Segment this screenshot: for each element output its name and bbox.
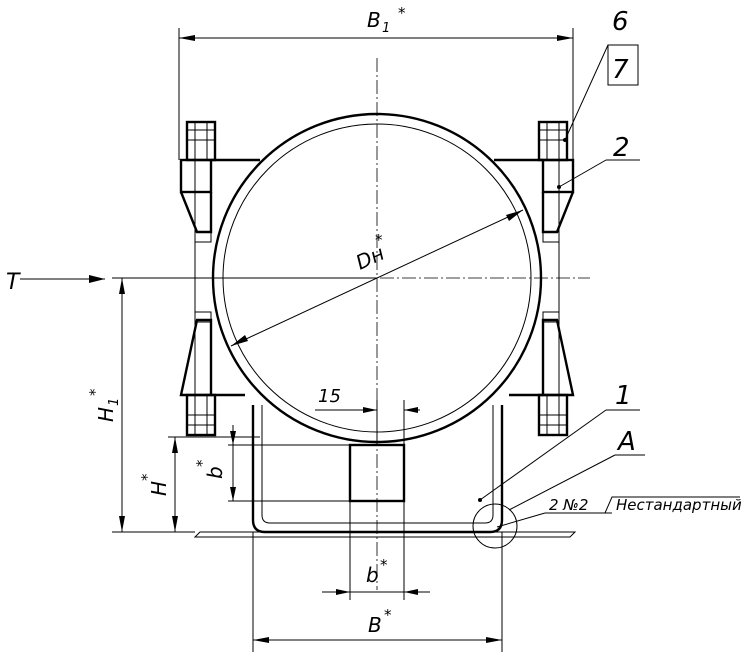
b1-label: B — [367, 8, 381, 32]
b-small-star: * — [193, 459, 211, 467]
b1-star: * — [398, 4, 406, 22]
h-label: H — [147, 481, 171, 496]
dimension-h1: H 1 * — [86, 277, 377, 533]
support-base — [193, 405, 577, 538]
h1-sub: 1 — [107, 398, 122, 406]
bolt-bottom-right — [537, 393, 569, 437]
b-bottom-label: b — [366, 563, 379, 587]
nonstandard-label: Нестандартный — [616, 496, 742, 514]
callout-7: 7 — [612, 55, 629, 85]
dn-star: * — [375, 231, 383, 249]
b-bottom-star: * — [380, 556, 388, 574]
callout-6-7: 6 7 — [563, 7, 639, 142]
h1-star: * — [86, 388, 104, 396]
callout-a-label: A — [616, 427, 636, 457]
dimension-b-bottom: b * — [322, 501, 430, 600]
callout-2: 2 — [557, 133, 640, 189]
callout-1: 1 — [478, 381, 640, 502]
callout-1-label: 1 — [615, 381, 632, 411]
right-clamp — [541, 158, 575, 397]
view-marker-t: T — [6, 270, 105, 295]
dimension-15: 15 — [315, 386, 420, 445]
dimension-b-small: b * — [193, 425, 350, 502]
h-star: * — [138, 473, 156, 481]
b-big-label: B — [368, 613, 382, 637]
dimension-b1: B 1 * — [178, 4, 574, 160]
gap-label: 15 — [318, 386, 341, 407]
b-big-star: * — [384, 606, 392, 624]
dimension-b-big: B * — [252, 532, 503, 652]
h1-label: H — [94, 407, 118, 422]
dn-label: Dн — [352, 241, 388, 275]
bolt-top-right — [537, 120, 569, 162]
callout-a: A — [472, 427, 645, 549]
weld-label: 2 №2 — [549, 496, 588, 514]
dimension-h: H * — [138, 436, 260, 532]
weld-callout: 2 №2 Нестандартный — [496, 496, 742, 528]
b1-sub: 1 — [382, 21, 390, 36]
bolt-bottom-left — [185, 393, 217, 437]
bolt-top-left — [185, 120, 217, 162]
view-t-label: T — [6, 270, 21, 295]
b-small-label: b — [203, 466, 227, 479]
callout-2-label: 2 — [613, 133, 630, 163]
callout-6: 6 — [612, 7, 629, 37]
